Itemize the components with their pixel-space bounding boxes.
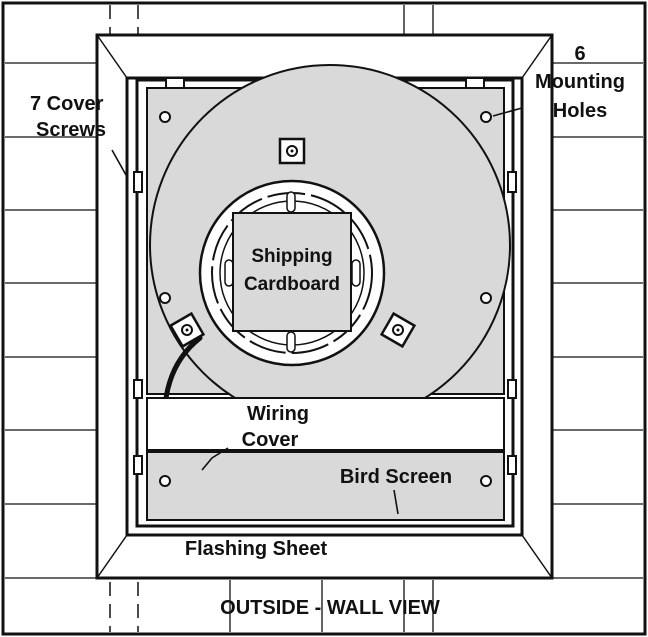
- caption: OUTSIDE - WALL VIEW: [220, 597, 440, 619]
- wire: [163, 335, 203, 401]
- wall-siding-right: [552, 62, 643, 505]
- mounting-holes: [159, 111, 492, 487]
- cover-screw: [133, 455, 143, 475]
- cover-screws: [133, 171, 517, 475]
- collar-tab-top: [278, 137, 306, 165]
- bird-screen-label: Bird Screen: [340, 466, 452, 488]
- cover-screws-label-line1: 7 Cover: [30, 93, 104, 115]
- collar-tab-left: [168, 311, 206, 349]
- mounting-hole: [159, 475, 171, 487]
- mounting-holes-label-line3: Holes: [553, 100, 607, 122]
- flashing-bevel-bl: [96, 534, 128, 579]
- stud-dashed-lines: [109, 5, 139, 632]
- wiring-cover: [146, 397, 505, 451]
- cover-screw: [507, 455, 517, 475]
- mounting-hole: [159, 111, 171, 123]
- mounting-holes-label-line1: 6: [574, 43, 585, 65]
- flashing-bevel-tl: [96, 34, 128, 79]
- cover-screw: [507, 379, 517, 399]
- mounting-hole: [480, 475, 492, 487]
- shipping-cardboard-label-line2: Cardboard: [244, 274, 340, 295]
- flashing-bevel-br: [521, 534, 553, 579]
- wiring-cover-label-line1: Wiring: [247, 403, 309, 425]
- mounting-hole: [480, 111, 492, 123]
- cover-screws-label-line2: Screws: [36, 119, 106, 141]
- stud-solid-lines: [229, 5, 434, 632]
- leader-lines: [111, 107, 523, 515]
- cover-screw: [133, 379, 143, 399]
- flashing-bevel-tr: [521, 34, 553, 79]
- mounting-hole: [159, 292, 171, 304]
- bird-screen: [146, 451, 505, 521]
- collar-slots: [224, 191, 361, 353]
- wiring-cover-label-line2: Cover: [242, 429, 299, 451]
- cover-screw: [507, 171, 517, 193]
- mounting-holes-label-line2: Mounting: [535, 71, 625, 93]
- flashing-sheet-label: Flashing Sheet: [185, 538, 328, 560]
- collar-tab-right: [379, 311, 417, 349]
- shipping-cardboard-label-line1: Shipping: [251, 246, 332, 267]
- shipping-cardboard: [232, 212, 352, 332]
- cover-screw: [133, 171, 143, 193]
- mounting-hole: [480, 292, 492, 304]
